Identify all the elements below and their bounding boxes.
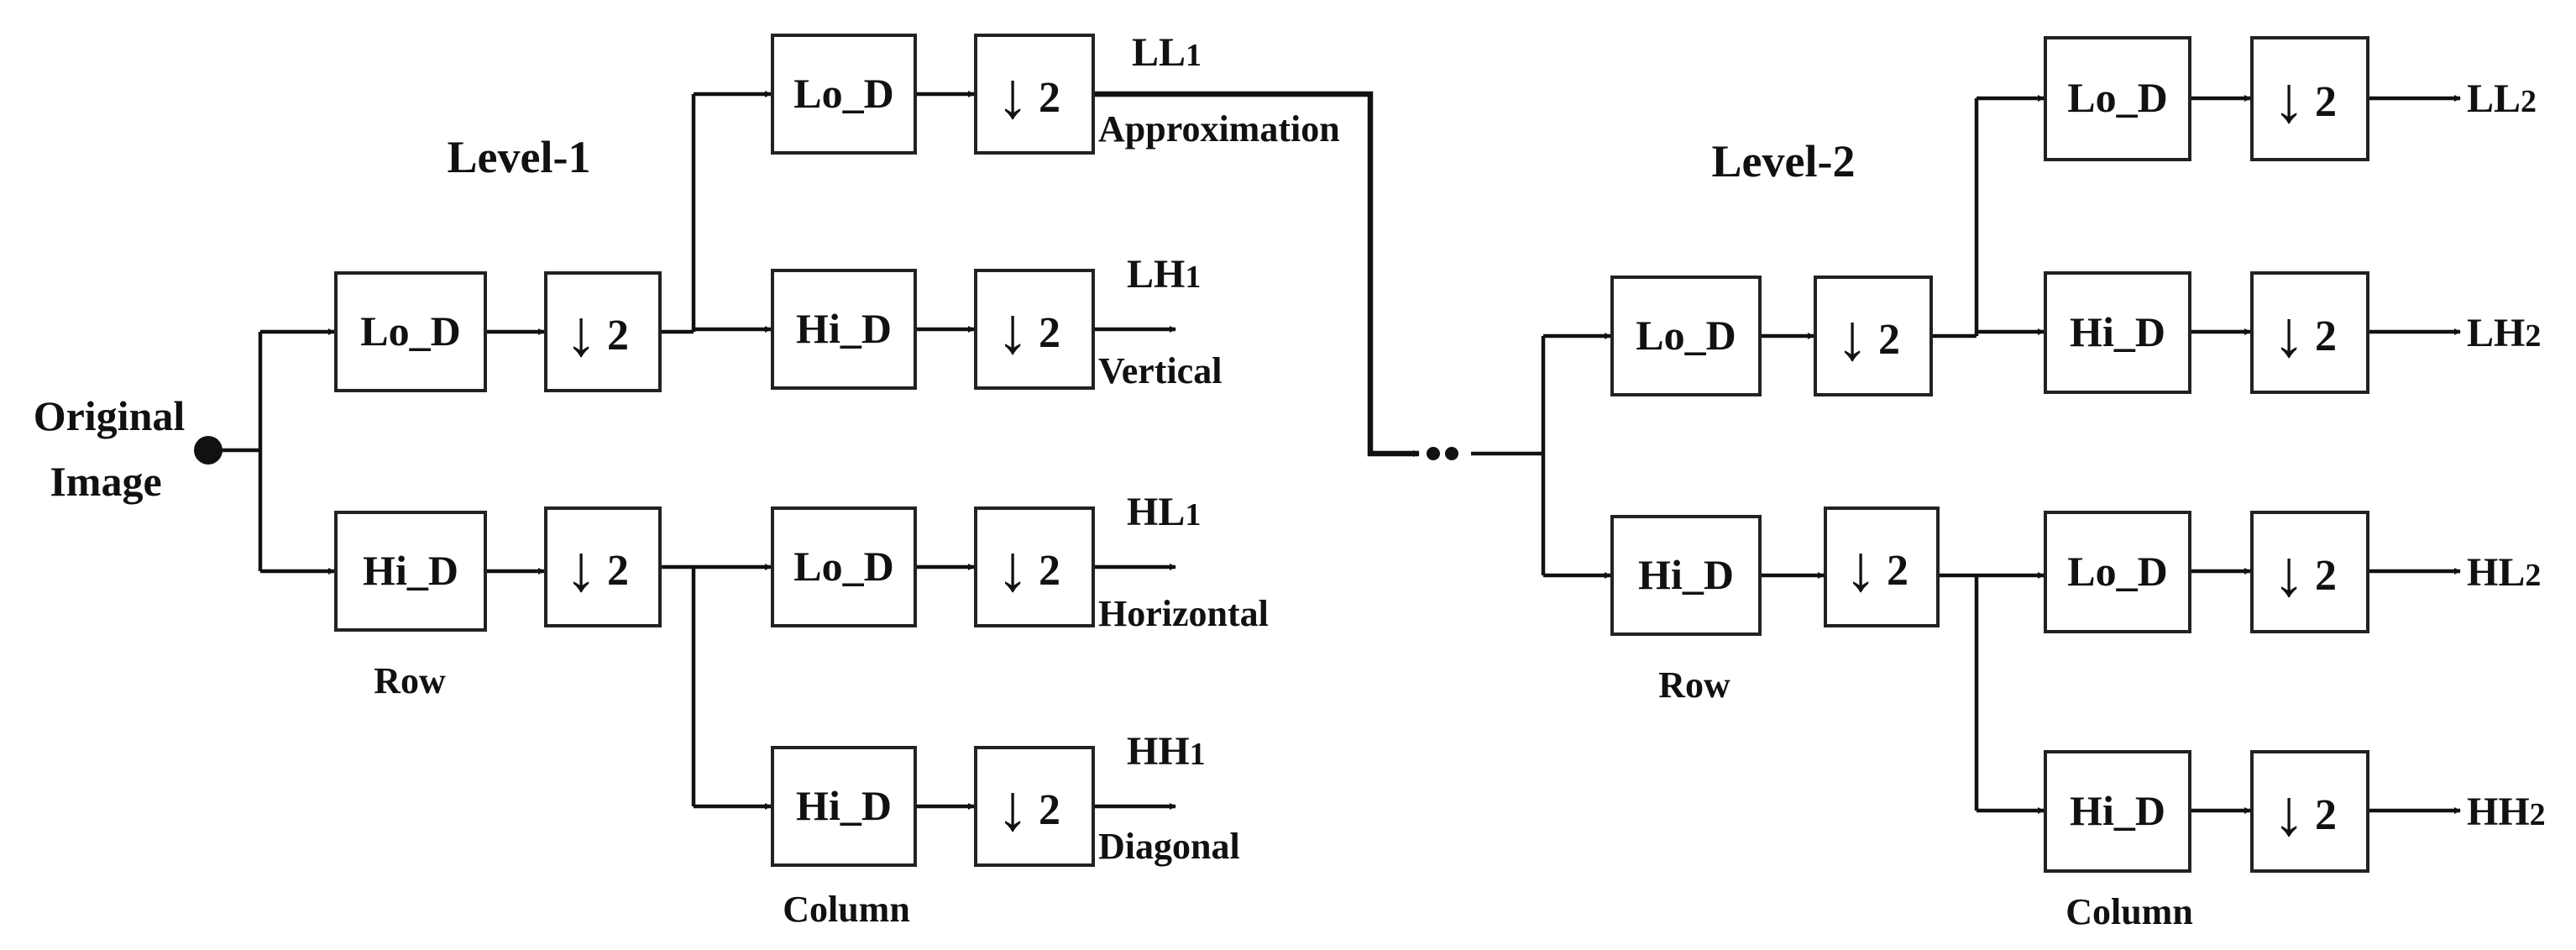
down-arrow-icon: ↓ [997, 532, 1029, 605]
level-1-title: Level-1 [448, 132, 591, 182]
down-arrow-icon: ↓ [2273, 776, 2306, 849]
level-2-output-lh: LH2 [2467, 311, 2541, 355]
svg-text:Hi_D: Hi_D [796, 305, 892, 352]
svg-text:Lo_D: Lo_D [793, 543, 893, 590]
level-2-ll-filter: Lo_D [2044, 36, 2191, 161]
svg-text:Hi_D: Hi_D [363, 547, 458, 594]
level-2-row-low-filter: Lo_D [1610, 276, 1762, 396]
level-1-hh-downsampler: ↓ 2 [974, 746, 1095, 867]
level-2-row-caption: Row [1658, 664, 1730, 706]
output-description: Diagonal [1098, 826, 1240, 867]
level-1-output-hl: HL1 Horizontal [1098, 490, 1269, 634]
svg-text:Hi_D: Hi_D [2070, 787, 2165, 834]
svg-text:2: 2 [1878, 316, 1900, 364]
svg-text:2: 2 [1039, 786, 1060, 834]
level-1-row-low-downsampler: ↓ 2 [544, 271, 662, 392]
ll1-to-level-2-connector [1093, 91, 1543, 460]
source-label-line2: Image [50, 458, 161, 505]
down-arrow-icon: ↓ [2273, 63, 2306, 136]
output-description: Vertical [1098, 350, 1222, 391]
svg-text:LL1: LL1 [1132, 30, 1202, 75]
level-2-lh-downsampler: ↓ 2 [2250, 271, 2369, 394]
level-2-title: Level-2 [1712, 136, 1856, 186]
down-arrow-icon: ↓ [997, 59, 1029, 132]
level-1-lh-downsampler: ↓ 2 [974, 269, 1095, 390]
svg-text:Hi_D: Hi_D [796, 782, 892, 829]
svg-text:2: 2 [2315, 552, 2337, 600]
level-1-output-lh: LH1 Vertical [1098, 252, 1222, 391]
svg-text:2: 2 [1039, 309, 1060, 357]
level-2-row-high-downsampler: ↓ 2 [1824, 506, 1940, 627]
svg-text:Lo_D: Lo_D [360, 307, 460, 354]
level-2-wires [1541, 95, 2461, 814]
level-1-wires [208, 91, 1176, 810]
down-arrow-icon: ↓ [997, 294, 1029, 367]
level-1-lh-filter: Hi_D [771, 269, 917, 390]
level-2-output-hh: HH2 [2467, 790, 2546, 834]
down-arrow-icon: ↓ [1845, 532, 1877, 605]
level-2-hl-downsampler: ↓ 2 [2250, 511, 2369, 633]
svg-text:2: 2 [2315, 78, 2337, 126]
down-arrow-icon: ↓ [997, 771, 1029, 844]
source-label-line1: Original [34, 392, 186, 439]
level-1-output-ll: LL1 Approximation [1098, 30, 1340, 150]
svg-text:2: 2 [1039, 547, 1060, 595]
level-2-column-caption: Column [2066, 891, 2193, 932]
svg-text:Hi_D: Hi_D [2070, 308, 2165, 355]
original-image-source: Original Image [34, 392, 223, 505]
svg-text:2: 2 [1887, 547, 1908, 595]
output-description: Approximation [1098, 108, 1340, 150]
level-1-hl-filter: Lo_D [771, 506, 917, 627]
down-arrow-icon: ↓ [565, 532, 598, 605]
level-2-hl-filter: Lo_D [2044, 511, 2191, 633]
level-1-row-caption: Row [374, 660, 446, 701]
svg-text:Lo_D: Lo_D [2067, 74, 2167, 121]
svg-text:2: 2 [607, 312, 629, 360]
level-1-output-hh: HH1 Diagonal [1098, 729, 1240, 867]
down-arrow-icon: ↓ [2273, 297, 2306, 370]
svg-text:LH1: LH1 [1127, 252, 1201, 297]
svg-text:2: 2 [607, 547, 629, 595]
level-2-output-ll: LL2 [2467, 76, 2537, 121]
level-2-lh-filter: Hi_D [2044, 271, 2191, 394]
svg-text:HH1: HH1 [1127, 729, 1206, 774]
svg-text:2: 2 [2315, 312, 2337, 360]
level-2-hh-downsampler: ↓ 2 [2250, 750, 2369, 873]
down-arrow-icon: ↓ [1836, 301, 1869, 374]
svg-text:Hi_D: Hi_D [1638, 551, 1734, 598]
svg-text:2: 2 [1039, 74, 1060, 122]
svg-text:2: 2 [2315, 791, 2337, 839]
level-1-row-high-downsampler: ↓ 2 [544, 506, 662, 627]
level-2-row-high-filter: Hi_D [1610, 515, 1762, 636]
level-1-ll-downsampler: ↓ 2 [974, 34, 1095, 155]
svg-text:Lo_D: Lo_D [1636, 312, 1736, 359]
level-1-hh-filter: Hi_D [771, 746, 917, 867]
level-1-row-high-filter: Hi_D [334, 511, 487, 632]
output-description: Horizontal [1098, 593, 1269, 634]
level-1-ll-filter: Lo_D [771, 34, 917, 155]
down-arrow-icon: ↓ [2273, 537, 2306, 610]
svg-text:HL1: HL1 [1127, 490, 1201, 534]
level-2-hh-filter: Hi_D [2044, 750, 2191, 873]
down-arrow-icon: ↓ [565, 297, 598, 370]
level-2-row-low-downsampler: ↓ 2 [1814, 276, 1933, 396]
level-2-output-hl: HL2 [2467, 550, 2541, 595]
level-1-column-caption: Column [783, 889, 910, 930]
svg-text:Lo_D: Lo_D [2067, 548, 2167, 595]
level-1-row-low-filter: Lo_D [334, 271, 487, 392]
level-1-hl-downsampler: ↓ 2 [974, 506, 1095, 627]
svg-text:Lo_D: Lo_D [793, 70, 893, 117]
level-2-ll-downsampler: ↓ 2 [2250, 36, 2369, 161]
